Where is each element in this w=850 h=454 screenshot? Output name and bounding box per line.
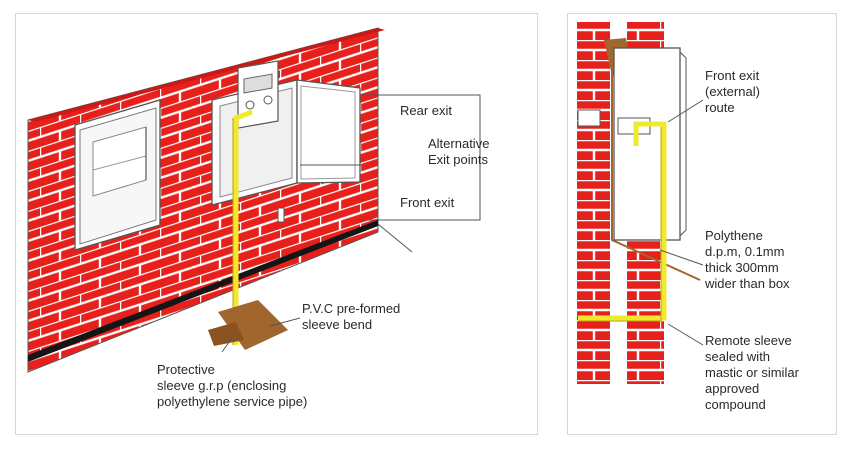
front-exit-bracket (679, 51, 687, 237)
protective-sleeve-label: Protective sleeve g.r.p (enclosing polye… (157, 362, 308, 409)
wall-top-edge (28, 28, 385, 122)
exit-points-callout-bracket (362, 94, 481, 221)
external-pipe-route (578, 121, 667, 321)
pvc-sleeve-bend-soil (218, 300, 288, 350)
front-exit-route-label: Front exit (external) route (705, 68, 760, 115)
polythene-dpm-line (611, 70, 701, 281)
dpc-leader-line (377, 223, 413, 253)
pvc-sleeve-bend-label: P.V.C pre-formed sleeve bend (302, 301, 401, 332)
pvc-bend-leader-line (269, 317, 301, 327)
front-exit-leader-line (667, 99, 704, 123)
polythene-dpm-label: Polythene d.p.m, 0.1mm thick 300mm wider… (705, 228, 790, 291)
damp-proof-course (28, 220, 378, 362)
closed-meter-box (74, 99, 161, 251)
rear-exit-label: Rear exit (400, 103, 453, 118)
alternative-exit-points-label: Alternative Exit points (428, 136, 490, 167)
service-pipe (233, 109, 253, 345)
remote-sleeve-label: Remote sleeve sealed with mastic or simi… (705, 333, 799, 412)
outer-brick-leaf (577, 22, 610, 384)
remote-sleeve-leader-line (667, 323, 704, 346)
recessed-meter-box (613, 47, 681, 241)
front-exit-label: Front exit (400, 195, 455, 210)
sleeve-leader-line (221, 337, 233, 353)
protective-sleeve-ground (208, 322, 244, 346)
dpm-leader-line (659, 249, 704, 266)
